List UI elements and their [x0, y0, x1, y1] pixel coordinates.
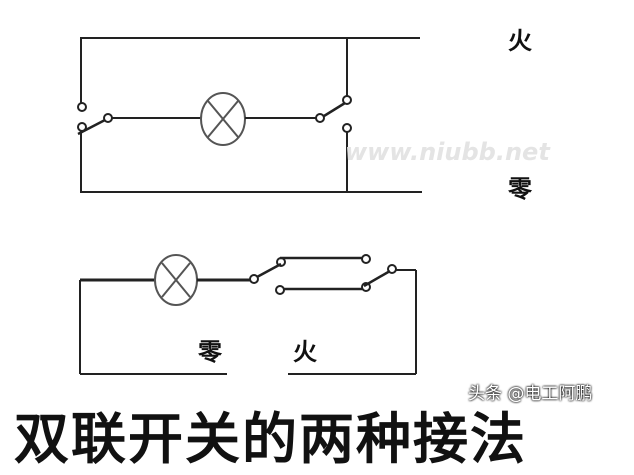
switch-lever — [323, 101, 346, 118]
bottom-live-label: 火 — [293, 337, 317, 366]
switch-terminal — [361, 282, 371, 292]
bottom-circuit — [79, 254, 417, 375]
bottom-neutral-label: 零 — [198, 337, 222, 366]
diagram-title: 双联开关的两种接法 — [14, 407, 528, 471]
switch-lever — [77, 118, 106, 136]
top-live-label: 火 — [508, 26, 532, 55]
switch-terminal — [361, 254, 371, 264]
switch-terminal — [315, 113, 325, 123]
switch-lever — [363, 269, 391, 288]
switch-terminal — [275, 285, 285, 295]
switch-terminal — [77, 102, 87, 112]
switch-terminal — [342, 123, 352, 133]
top-neutral-label: 零 — [508, 174, 532, 203]
lamp-icon — [200, 92, 246, 146]
switch-terminal — [249, 274, 259, 284]
author-watermark: 头条 @电工阿鹏 — [468, 384, 593, 404]
site-watermark: www.niubb.net — [345, 138, 550, 166]
switch-terminal — [387, 264, 397, 274]
top-circuit — [77, 37, 422, 193]
lamp-icon — [154, 254, 198, 306]
switch-terminal — [103, 113, 113, 123]
switch-terminal — [342, 95, 352, 105]
switch-lever — [256, 262, 282, 279]
